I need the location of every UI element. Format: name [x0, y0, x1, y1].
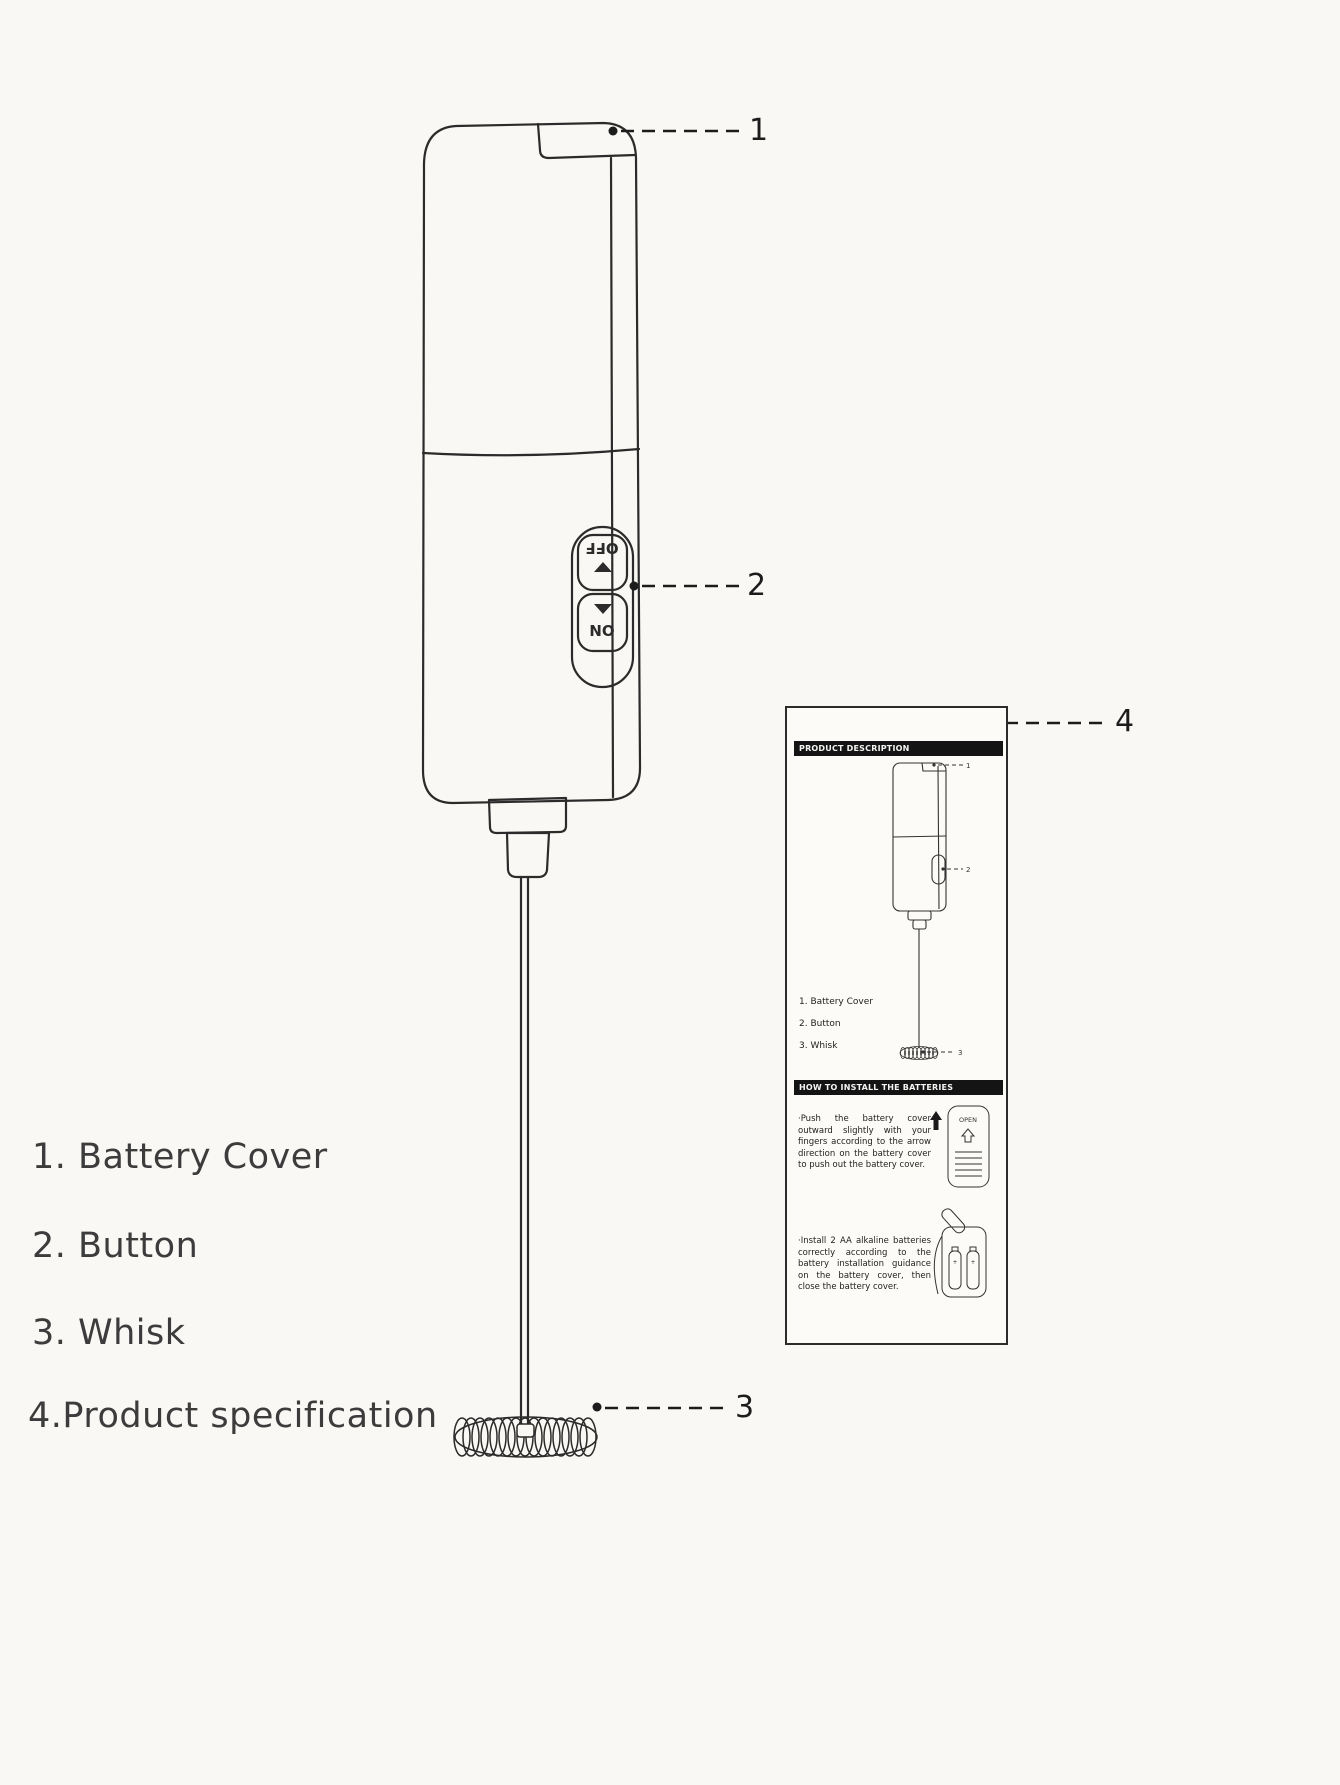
install-step-2: ·Install 2 AA alkaline batteries correct…: [798, 1236, 931, 1293]
parts-list-item: 3. Whisk: [799, 1041, 838, 1051]
parts-list-item: 2. Button: [799, 1019, 841, 1029]
mini-callout-3: 3: [958, 1049, 962, 1057]
mini-callout-2: 2: [966, 866, 970, 874]
arrow-down-icon: [594, 604, 612, 614]
inset-illustrations: 1 2 3 OPEN +: [892, 762, 990, 1298]
legend-item-button: 2. Button: [32, 1226, 199, 1266]
battery-install-illustration: [933, 1208, 987, 1298]
install-step-1: ·Push the battery cover outward slightly…: [798, 1114, 931, 1171]
collar: [487, 796, 568, 835]
section-title-product-description: PRODUCT DESCRIPTION: [794, 741, 1003, 756]
off-button: [576, 533, 629, 592]
mini-callout-leaders: [927, 764, 963, 1053]
whisk-coil: [453, 1416, 598, 1458]
button-off-label: OFF: [585, 539, 618, 557]
legend-item-battery-cover: 1. Battery Cover: [32, 1137, 328, 1177]
on-button: [576, 592, 629, 653]
callout-2: 2: [747, 568, 767, 603]
legend-item-whisk: 3. Whisk: [32, 1313, 186, 1353]
callout-1: 1: [749, 113, 769, 148]
frother-body: [421, 121, 642, 1426]
battery-cover-open-illustration: [947, 1105, 990, 1188]
battery-plus-1: +: [952, 1259, 957, 1266]
parts-list: 1. Battery Cover 2. Button 3. Whisk: [799, 991, 873, 1057]
product-spec-inset: 1 2 3 OPEN +: [785, 706, 1008, 1345]
whisk-hub: [516, 1423, 535, 1438]
callout-3: 3: [735, 1390, 755, 1425]
button-on-label: ON: [589, 621, 614, 639]
button-bezel: [570, 525, 635, 689]
battery-plus-2: +: [970, 1259, 975, 1266]
body-seam: [421, 447, 641, 457]
section-title-install-batteries: HOW TO INSTALL THE BATTERIES: [794, 1080, 1003, 1095]
legend-item-product-spec: 4.Product specification: [28, 1396, 438, 1436]
push-up-arrow-icon: [930, 1111, 942, 1130]
callout-leader-lines: [605, 129, 1110, 1410]
mini-callout-1: 1: [966, 762, 970, 770]
open-label: OPEN: [959, 1116, 977, 1124]
battery-cover-seam: [536, 122, 637, 160]
mini-callout-dots: [921, 763, 945, 1054]
mini-frother: [892, 762, 947, 1048]
mini-whisk-coil: [899, 1046, 939, 1060]
mini-button: [931, 854, 946, 885]
callout-4: 4: [1115, 704, 1135, 739]
parts-list-item: 1. Battery Cover: [799, 997, 873, 1007]
arrow-up-icon: [594, 562, 612, 572]
